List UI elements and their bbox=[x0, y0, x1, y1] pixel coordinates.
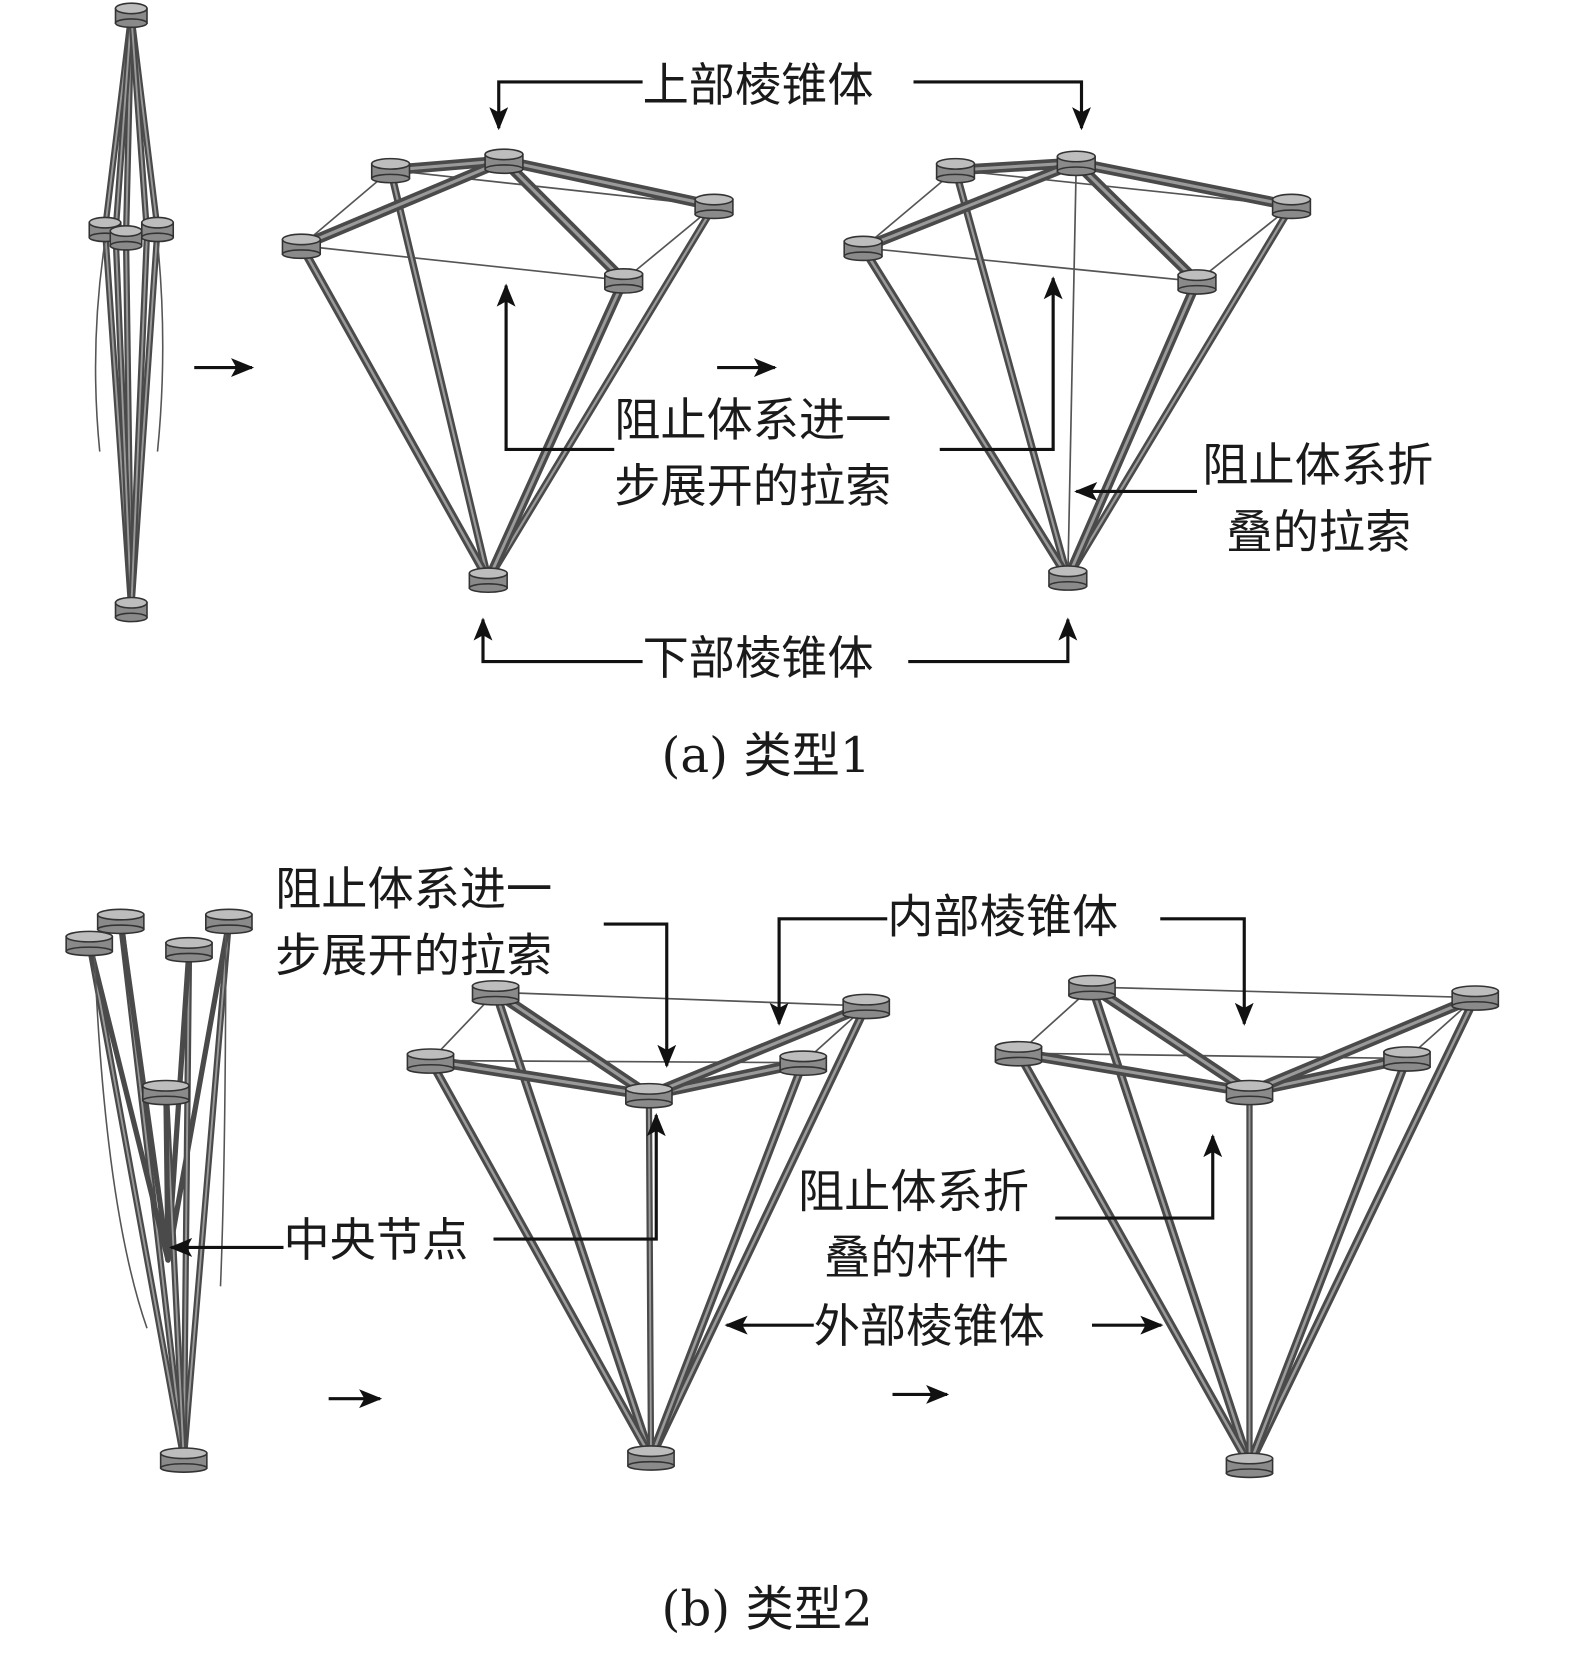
label-t2-cable-stop-unfold-1: 阻止体系进一 bbox=[275, 862, 552, 916]
cable bbox=[862, 169, 957, 249]
strut bbox=[163, 1089, 171, 1263]
joint-node bbox=[65, 930, 114, 957]
cable bbox=[1196, 205, 1293, 283]
joint-node bbox=[1056, 150, 1096, 177]
leader-arrow bbox=[473, 617, 643, 664]
leader-arrow bbox=[496, 283, 615, 452]
leader-arrow bbox=[493, 1113, 666, 1241]
leader-arrow bbox=[1160, 917, 1254, 1026]
joint-node bbox=[471, 979, 520, 1006]
joint-node bbox=[1068, 974, 1116, 1001]
joint-node bbox=[142, 1079, 190, 1106]
type2-deployed-a bbox=[406, 979, 891, 1471]
joint-node bbox=[484, 148, 524, 175]
cable bbox=[1067, 162, 1078, 578]
leader-arrow bbox=[939, 276, 1063, 452]
leader-arrow bbox=[908, 617, 1078, 664]
cable bbox=[863, 247, 1198, 283]
cable bbox=[623, 205, 715, 282]
type1-deployed-b bbox=[843, 150, 1312, 591]
cable bbox=[300, 169, 392, 247]
type1-folded bbox=[88, 2, 175, 623]
label-bar-stop-fold-2: 叠的杆件 bbox=[824, 1231, 1009, 1285]
caption-type1: (a) 类型1 bbox=[662, 728, 871, 784]
joint-node bbox=[1225, 1079, 1274, 1106]
cable bbox=[390, 169, 715, 207]
type2-deployed-b bbox=[994, 974, 1500, 1479]
joint-node bbox=[935, 157, 976, 184]
joint-node bbox=[1048, 565, 1088, 591]
strut bbox=[86, 940, 171, 1263]
joint-node bbox=[114, 2, 148, 29]
joint-node bbox=[140, 216, 175, 243]
cable bbox=[301, 244, 624, 282]
joint-node bbox=[1225, 1452, 1274, 1479]
joint-node bbox=[842, 993, 891, 1020]
leader-arrow bbox=[913, 80, 1091, 131]
joint-node bbox=[114, 596, 148, 623]
joint-node bbox=[88, 216, 122, 243]
joint-node bbox=[406, 1048, 455, 1074]
leader-arrow bbox=[1055, 1134, 1223, 1220]
leader-arrow bbox=[603, 922, 677, 1068]
label-outer-pyramid: 外部棱锥体 bbox=[814, 1299, 1045, 1353]
label-cable-stop-unfold-2: 步展开的拉索 bbox=[614, 459, 891, 513]
label-inner-pyramid: 内部棱锥体 bbox=[887, 889, 1118, 943]
joint-node bbox=[625, 1082, 673, 1109]
joint-node bbox=[1383, 1046, 1431, 1072]
label-cable-stop-unfold-1: 阻止体系进一 bbox=[614, 393, 891, 447]
label-upper-pyramid: 上部棱锥体 bbox=[643, 58, 874, 112]
joint-node bbox=[109, 225, 143, 251]
label-cable-stop-fold-1: 阻止体系折 bbox=[1202, 438, 1433, 492]
cable bbox=[495, 991, 867, 1007]
joint-node bbox=[1177, 269, 1217, 295]
joint-node bbox=[843, 235, 883, 262]
label-t2-cable-stop-unfold-2: 步展开的拉索 bbox=[275, 928, 552, 982]
joint-node bbox=[96, 908, 145, 935]
label-central-node: 中央节点 bbox=[284, 1213, 469, 1267]
joint-node bbox=[1271, 193, 1312, 220]
label-cable-stop-fold-2: 叠的拉索 bbox=[1226, 505, 1411, 559]
cable bbox=[1091, 986, 1476, 999]
joint-node bbox=[205, 908, 253, 935]
label-lower-pyramid: 下部棱锥体 bbox=[643, 631, 874, 685]
strut bbox=[165, 918, 232, 1263]
joint-node bbox=[627, 1445, 675, 1471]
joint-node bbox=[994, 1040, 1043, 1067]
type1-deployed-a bbox=[281, 148, 734, 594]
joint-node bbox=[281, 233, 322, 260]
type2-folded bbox=[65, 908, 253, 1473]
joint-node bbox=[694, 193, 734, 220]
label-bar-stop-fold-1: 阻止体系折 bbox=[798, 1165, 1029, 1219]
joint-node bbox=[159, 1447, 208, 1473]
joint-node bbox=[1451, 985, 1500, 1011]
joint-node bbox=[165, 936, 213, 963]
joint-node bbox=[370, 157, 411, 184]
joint-node bbox=[604, 268, 644, 294]
leader-arrow bbox=[489, 80, 643, 131]
joint-node bbox=[468, 567, 508, 594]
leader-arrow bbox=[769, 917, 888, 1026]
caption-type2: (b) 类型2 bbox=[662, 1581, 873, 1637]
joint-node bbox=[779, 1050, 828, 1077]
cable bbox=[430, 1059, 804, 1064]
